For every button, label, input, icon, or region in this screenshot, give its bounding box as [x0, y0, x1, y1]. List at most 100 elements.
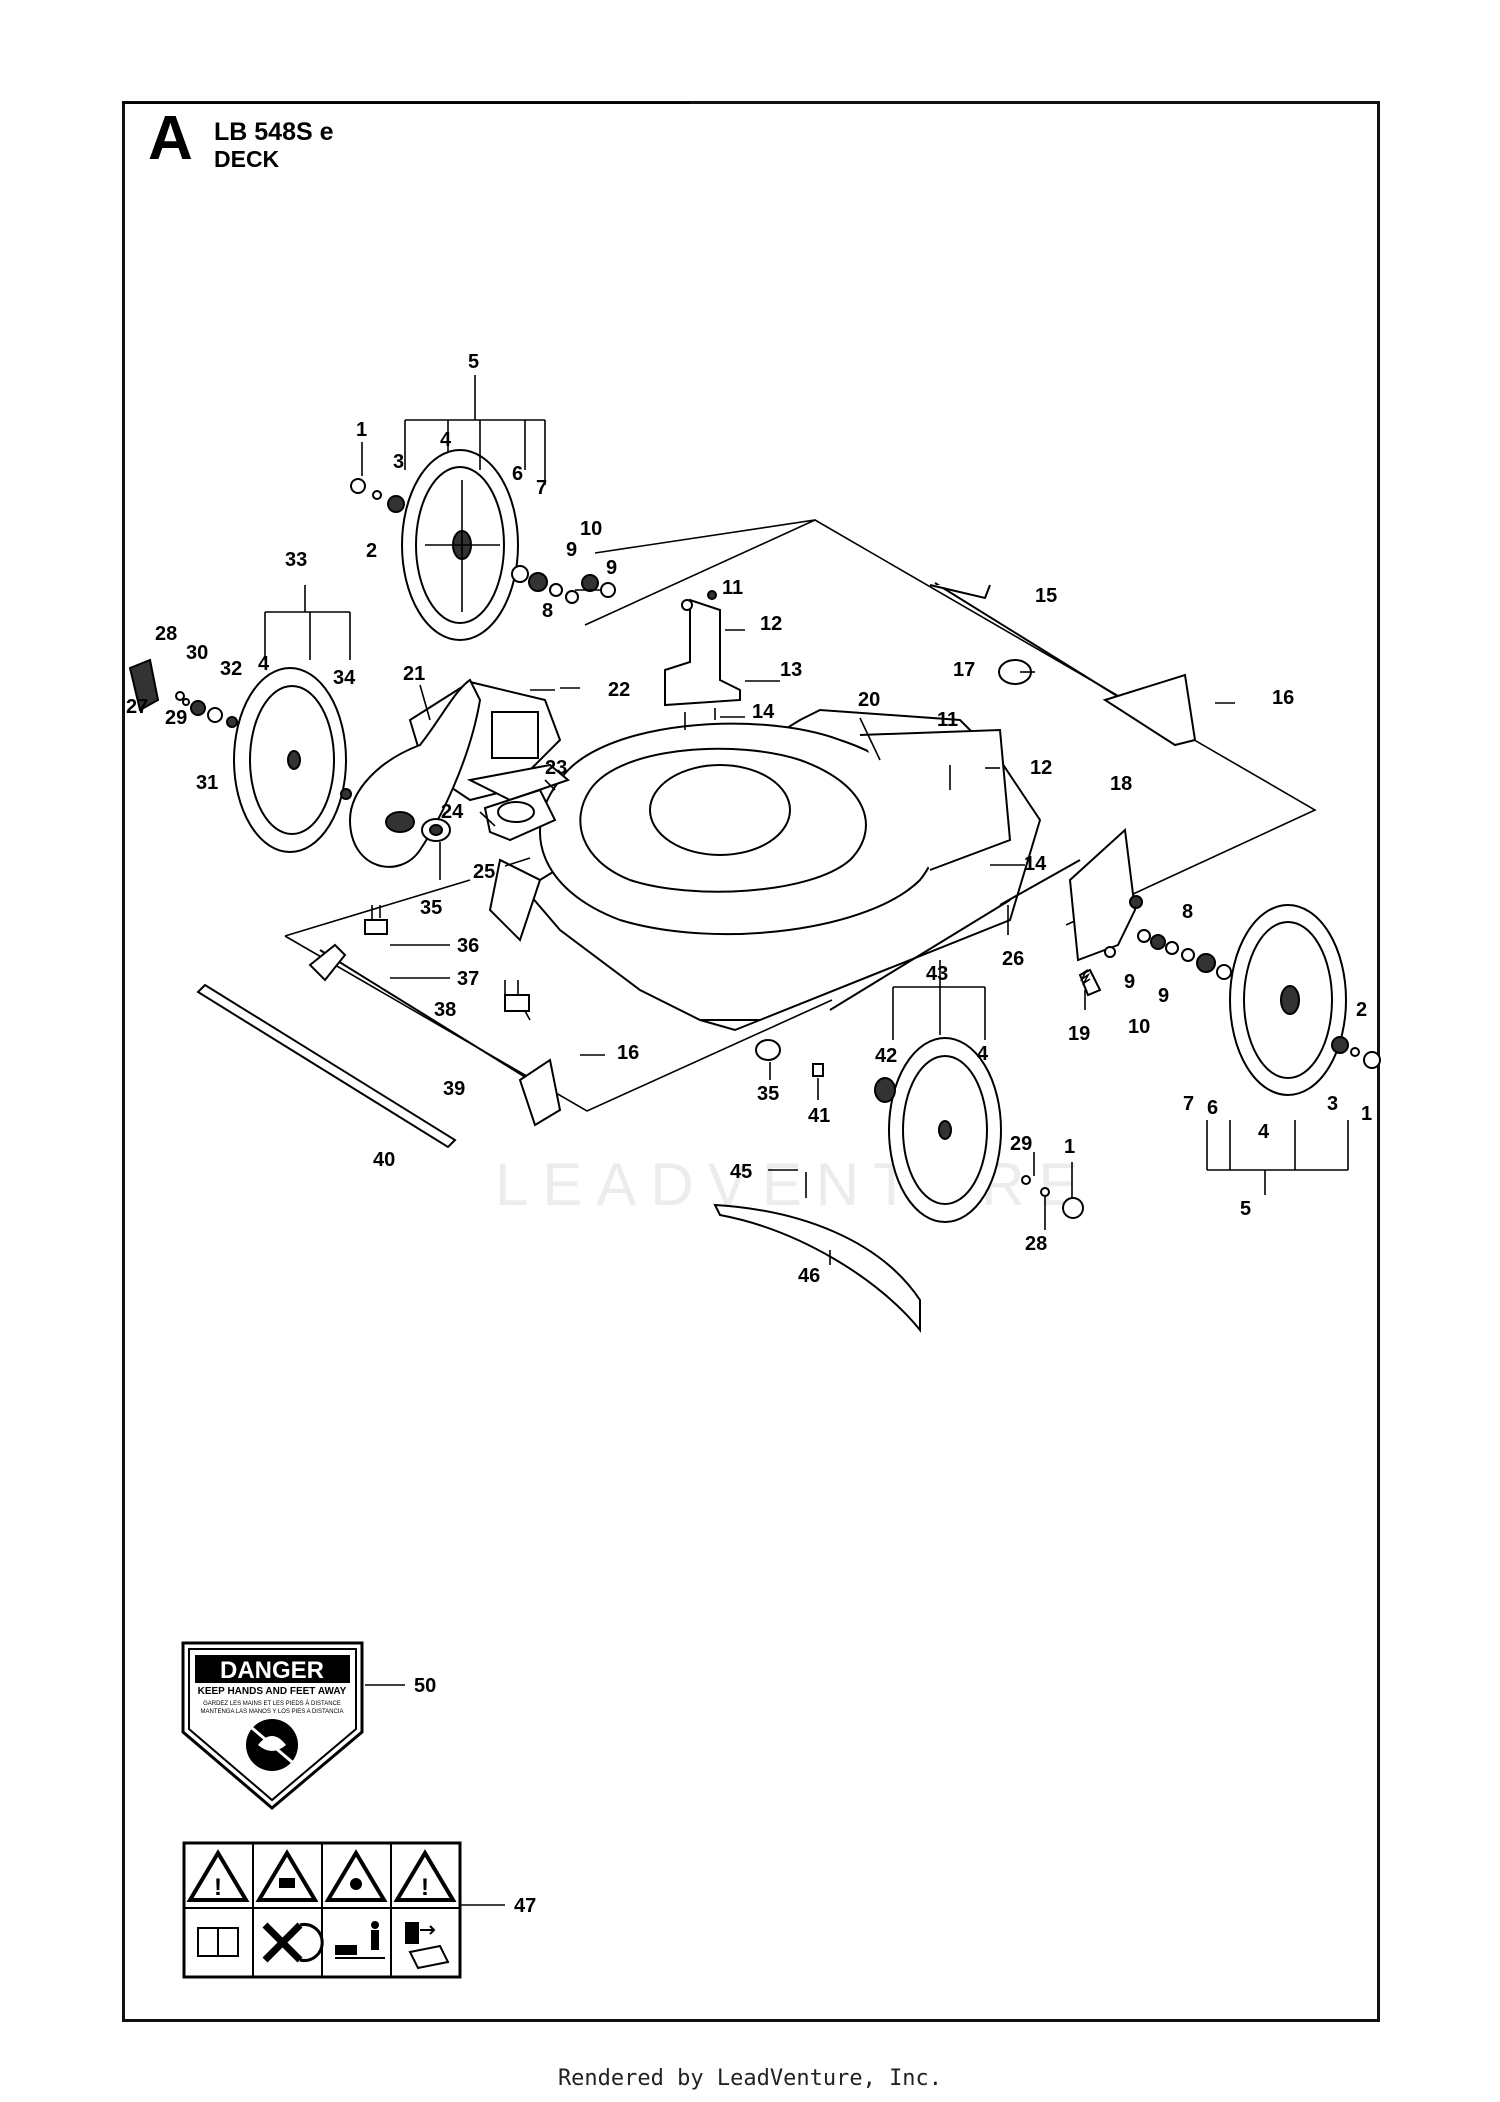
callout-7: 7: [1183, 1093, 1194, 1115]
section-letter: A: [148, 104, 193, 173]
callout-5: 5: [1240, 1198, 1251, 1220]
callout-23: 23: [545, 757, 567, 779]
callout-50: 50: [414, 1675, 436, 1697]
callout-17: 17: [953, 659, 975, 681]
callout-4: 4: [977, 1043, 989, 1065]
callout-9: 9: [606, 557, 617, 579]
hand-hazard-icon: [255, 1849, 319, 1902]
callout-5: 5: [468, 351, 479, 373]
callout-14: 14: [752, 701, 775, 723]
callout-30: 30: [186, 642, 208, 664]
callout-26: 26: [1002, 948, 1024, 970]
washer-8: [549, 583, 563, 597]
callout-36: 36: [457, 935, 479, 957]
washer-9c: [1137, 929, 1151, 943]
rear-flap-46: [713, 1203, 921, 1333]
callout-9: 9: [1158, 985, 1169, 1007]
hub-cap-27: [128, 658, 160, 712]
callout-22: 22: [608, 679, 630, 701]
callout-29: 29: [165, 707, 187, 729]
callout-9: 9: [566, 539, 577, 561]
callout-39: 39: [443, 1078, 465, 1100]
leader-lines: [264, 375, 1349, 1906]
callout-11: 11: [937, 709, 958, 731]
rear-wheel-top: [401, 449, 519, 641]
callout-45: 45: [730, 1161, 752, 1183]
disconnect-plug-icon: [405, 1922, 450, 1970]
bearing-42: [874, 1077, 896, 1103]
callout-31: 31: [196, 772, 218, 794]
danger-line-2: GARDEZ LES MAINS ET LES PIEDS À DISTANCE: [203, 1700, 341, 1707]
belt-cover-21: [348, 678, 482, 868]
model-name: LB 548S e: [214, 118, 334, 146]
callout-28: 28: [1025, 1233, 1047, 1255]
callout-41: 41: [808, 1105, 830, 1127]
bearing-7: [528, 572, 548, 592]
bolt-28: [175, 691, 185, 701]
callout-46: 46: [798, 1265, 820, 1287]
callout-24: 24: [441, 801, 464, 823]
deck-shell: [488, 708, 1042, 1032]
callout-1: 1: [1361, 1103, 1372, 1125]
callout-29: 29: [1010, 1133, 1032, 1155]
thrown-object-icon: [324, 1849, 388, 1902]
washer-31: [207, 707, 223, 723]
callout-37: 37: [457, 968, 479, 990]
callout-16: 16: [1272, 687, 1294, 709]
callout-20: 20: [858, 689, 880, 711]
callout-12: 12: [760, 613, 782, 635]
washer-8b: [1181, 948, 1195, 962]
washer-29b: [1021, 1175, 1031, 1185]
callout-9: 9: [1124, 971, 1135, 993]
danger-line-1: KEEP HANDS AND FEET AWAY: [198, 1686, 347, 1697]
pulley-35b: [755, 1039, 781, 1061]
callout-35: 35: [420, 897, 442, 919]
washer-9a: [565, 590, 579, 604]
front-wheel-left: [233, 667, 347, 853]
callout-6: 6: [512, 463, 523, 485]
clip-2b: [1350, 1047, 1360, 1057]
callout-15: 15: [1035, 585, 1057, 607]
warning-decal-47: ! !: [182, 1841, 462, 1979]
callout-34: 34: [333, 667, 356, 689]
deck-plane-left: [284, 935, 833, 1112]
svg-text:!: !: [421, 1874, 429, 1901]
footer-credit: Rendered by LeadVenture, Inc.: [557, 2066, 943, 2091]
callout-47: 47: [514, 1895, 536, 1917]
callout-18: 18: [1110, 773, 1132, 795]
callout-11: 11: [722, 577, 743, 599]
svg-text:!: !: [214, 1874, 222, 1901]
callout-3: 3: [393, 451, 404, 473]
deck-plane-right: [594, 519, 1317, 926]
bolt-28b: [1040, 1187, 1050, 1197]
spring-19: [1079, 968, 1091, 986]
bracket-13: [664, 590, 741, 730]
callout-2: 2: [366, 540, 377, 562]
watermark: LEADVENTURE: [495, 1151, 1092, 1218]
bearing-32: [226, 716, 238, 728]
callout-4: 4: [258, 653, 270, 675]
rod-40: [196, 983, 457, 1149]
front-wheel-right: [888, 1037, 1002, 1223]
washer-9b: [600, 582, 616, 598]
section-name: DECK: [214, 146, 280, 172]
callout-8: 8: [1182, 901, 1193, 923]
callout-25: 25: [473, 861, 495, 883]
callout-27: 27: [126, 696, 148, 718]
callout-10: 10: [1128, 1016, 1150, 1038]
no-hands-icon: [262, 1922, 324, 1963]
washer-6: [511, 565, 529, 583]
callout-2: 2: [1356, 999, 1367, 1021]
callout-7: 7: [536, 477, 547, 499]
callout-10: 10: [580, 518, 602, 540]
callout-35: 35: [757, 1083, 779, 1105]
callout-12: 12: [1030, 757, 1052, 779]
callout-1: 1: [1064, 1136, 1075, 1158]
callout-13: 13: [780, 659, 802, 681]
callout-16: 16: [617, 1042, 639, 1064]
callout-43: 43: [926, 963, 948, 985]
rear-axle: [929, 582, 1197, 747]
callout-14: 14: [1024, 853, 1047, 875]
callout-21: 21: [403, 663, 425, 685]
